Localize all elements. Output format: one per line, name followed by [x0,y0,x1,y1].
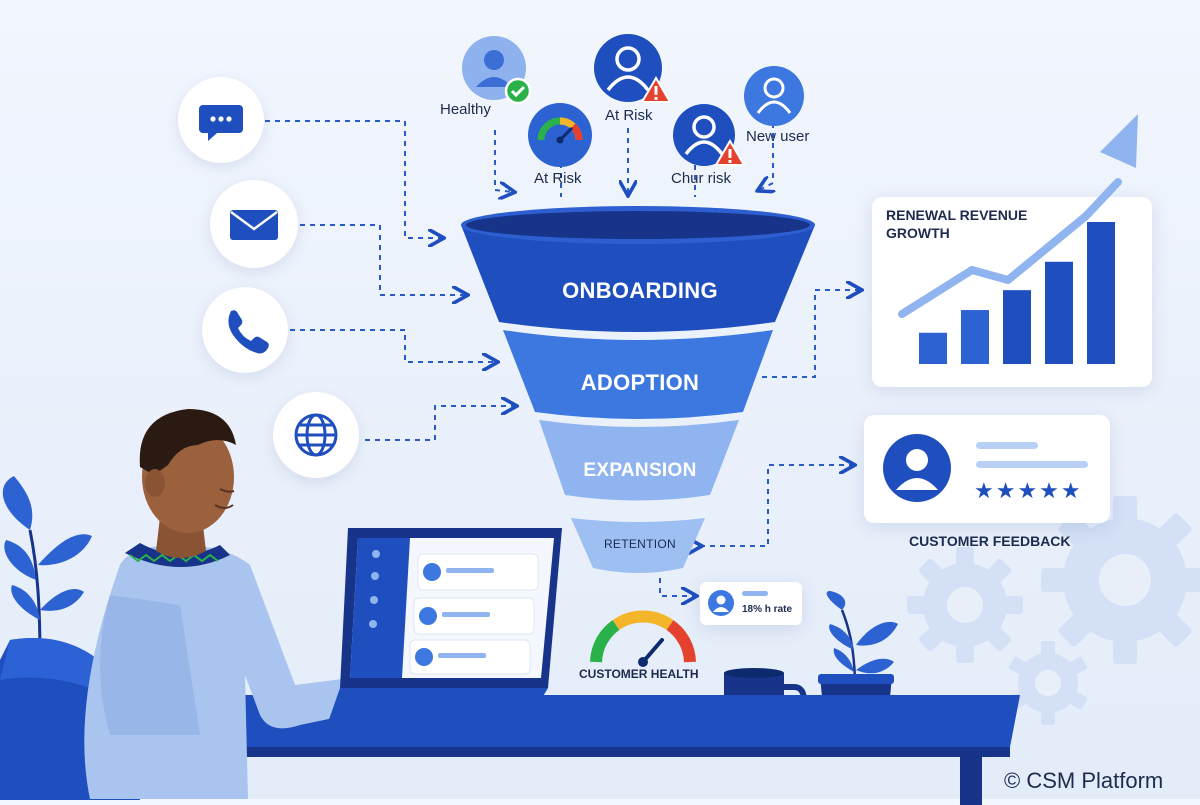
chat-channel[interactable] [178,77,264,163]
funnel: ONBOARDING ADOPTION EXPANSION RETENTION [455,200,825,580]
feedback-text-line1 [976,442,1038,449]
web-channel[interactable] [273,392,359,478]
stage-retention[interactable]: RETENTION [603,537,677,551]
watermark: © CSM Platform [1004,768,1164,793]
label-churn-risk: Chur risk [671,170,732,187]
customer-feedback-card[interactable]: ★★★★★ [864,415,1110,523]
label-gauge-at-risk: At Risk [534,170,582,187]
label-new-user: New user [746,128,810,145]
phone-icon [228,310,269,354]
reviewer-avatar [883,434,951,502]
feedback-label: CUSTOMER FEEDBACK [909,533,1071,549]
stage-expansion[interactable]: EXPANSION [583,460,697,481]
email-channel[interactable] [210,180,298,268]
revenue-title-line1: RENEWAL REVENUE [886,207,1028,223]
avatar-healthy[interactable] [461,35,532,105]
warning-icon [714,139,746,166]
label-healthy: Healthy [440,101,491,118]
stage-onboarding[interactable]: ONBOARDING [562,278,718,303]
avatar-new-user[interactable] [743,65,807,129]
plant-left [2,476,92,661]
revenue-bar-chart [919,222,1115,364]
revenue-bar [1045,261,1073,364]
stage-adoption[interactable]: ADOPTION [580,370,700,395]
chip-text: 18% h rate [742,604,793,615]
customer-health-gauge [590,610,696,667]
check-icon [504,77,532,105]
chip-avatar [708,590,734,616]
feedback-stars: ★★★★★ [974,479,1083,504]
email-icon [230,210,278,240]
growth-arrow-icon [898,114,1138,318]
avatar-at-risk[interactable] [594,34,674,114]
globe-icon [294,413,338,457]
laptop [326,528,562,728]
label-at-risk: At Risk [605,107,653,124]
revenue-title-line2: GROWTH [886,225,950,241]
revenue-bar [1087,222,1115,364]
avatar-churn-risk[interactable] [672,103,752,183]
chip-line [742,591,768,596]
churn-rate-chip[interactable]: 18% h rate [700,582,802,625]
revenue-bar [961,310,989,364]
revenue-growth-card[interactable]: RENEWAL REVENUE GROWTH [872,197,1152,387]
warning-icon [640,76,672,103]
feedback-text-line2 [976,461,1088,468]
funnel-graphic [461,206,815,573]
revenue-bar [1003,290,1031,364]
chat-icon [199,105,243,141]
health-label: CUSTOMER HEALTH [579,667,699,681]
revenue-bar [919,332,947,364]
phone-channel[interactable] [202,287,288,373]
health-gauge-avatar[interactable] [527,102,593,168]
